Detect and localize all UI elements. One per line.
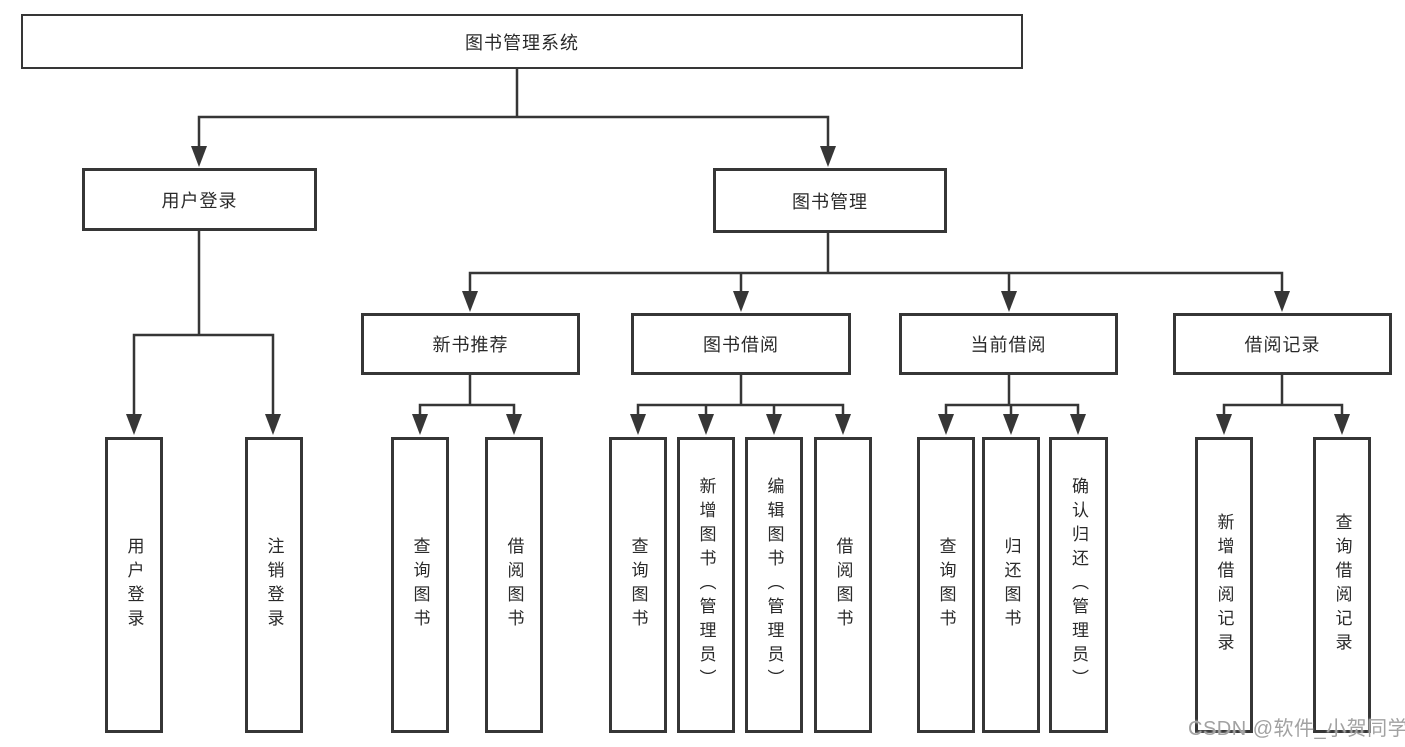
- node-library-management-system-label: 图书管理系统: [465, 32, 579, 53]
- leaf-confirm-return-admin: 确认归还（管理员）: [1049, 437, 1108, 733]
- leaf-return-books-label: 归还图书: [1001, 537, 1021, 633]
- leaf-confirm-return-admin-label: 确认归还（管理员）: [1069, 477, 1088, 693]
- node-user-login: 用户登录: [82, 168, 317, 231]
- leaf-add-borrow-record: 新增借阅记录: [1195, 437, 1253, 733]
- leaf-query-borrow-record: 查询借阅记录: [1313, 437, 1371, 733]
- watermark-text: CSDN @软件_小贺同学: [1188, 718, 1405, 740]
- leaf-edit-books-admin-label: 编辑图书（管理员）: [764, 477, 784, 693]
- leaf-query-borrow-record-label: 查询借阅记录: [1332, 513, 1352, 657]
- leaf-logout: 注销登录: [245, 437, 303, 733]
- leaf-borrow-books: 借阅图书: [814, 437, 872, 733]
- node-book-borrowing-label: 图书借阅: [703, 335, 779, 355]
- leaf-return-books: 归还图书: [982, 437, 1040, 733]
- leaf-query-books-current-label: 查询图书: [936, 537, 956, 633]
- leaf-query-books-borrowing-label: 查询图书: [628, 537, 648, 633]
- leaf-add-books-admin: 新增图书（管理员）: [677, 437, 735, 733]
- leaf-edit-books-admin: 编辑图书（管理员）: [745, 437, 803, 733]
- leaf-query-books-recommend-label: 查询图书: [410, 537, 430, 633]
- node-user-login-label: 用户登录: [161, 190, 238, 211]
- node-book-management-label: 图书管理: [792, 191, 868, 212]
- node-new-book-recommendation-label: 新书推荐: [432, 335, 509, 355]
- node-book-borrowing: 图书借阅: [631, 313, 851, 375]
- node-book-management: 图书管理: [713, 168, 947, 233]
- leaf-add-books-admin-label: 新增图书（管理员）: [696, 477, 716, 693]
- leaf-borrow-books-recommend: 借阅图书: [485, 437, 543, 733]
- leaf-user-login-label: 用户登录: [124, 537, 144, 633]
- leaf-borrow-books-recommend-label: 借阅图书: [504, 537, 524, 633]
- leaf-query-books-current: 查询图书: [917, 437, 975, 733]
- node-current-borrowing: 当前借阅: [899, 313, 1118, 375]
- node-library-management-system: 图书管理系统: [21, 14, 1023, 69]
- node-borrowing-records: 借阅记录: [1173, 313, 1392, 375]
- leaf-user-login: 用户登录: [105, 437, 163, 733]
- leaf-logout-label: 注销登录: [264, 537, 284, 633]
- node-borrowing-records-label: 借阅记录: [1244, 335, 1321, 355]
- node-current-borrowing-label: 当前借阅: [970, 335, 1047, 355]
- node-new-book-recommendation: 新书推荐: [361, 313, 580, 375]
- leaf-add-borrow-record-label: 新增借阅记录: [1214, 513, 1234, 657]
- leaf-borrow-books-label: 借阅图书: [833, 537, 853, 633]
- leaf-query-books-recommend: 查询图书: [391, 437, 449, 733]
- leaf-query-books-borrowing: 查询图书: [609, 437, 667, 733]
